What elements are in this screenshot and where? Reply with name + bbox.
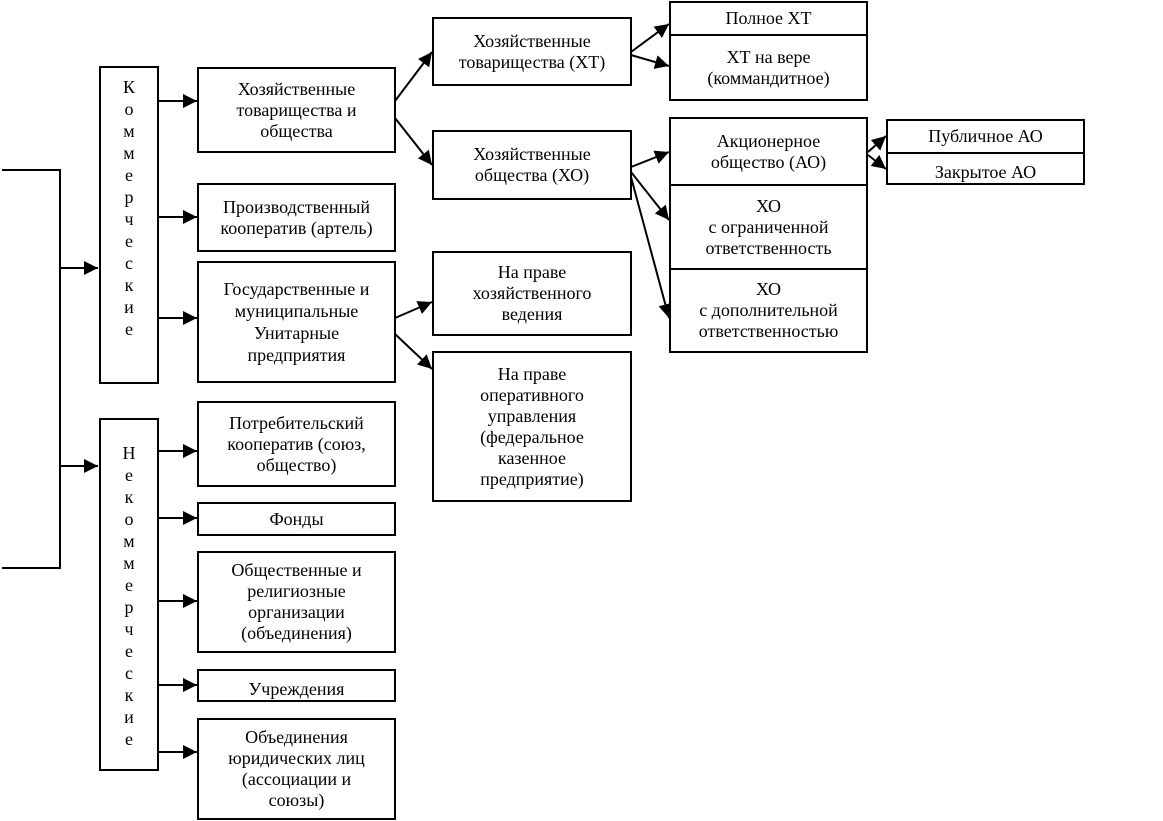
root-bracket xyxy=(2,169,61,569)
vertical-letter: К xyxy=(122,77,135,97)
operational-management-box: На праве оперативного управления (федера… xyxy=(432,351,632,502)
funds-box: Фонды xyxy=(197,502,396,536)
arrow-to-full-ht xyxy=(630,23,670,53)
vertical-letter: к xyxy=(124,275,134,295)
vertical-letter: с xyxy=(125,663,133,683)
arrow-to-ho xyxy=(394,117,433,166)
vertical-letter: м xyxy=(123,531,135,551)
business-partnerships-societies-box: Хозяйственные товарищества и общества xyxy=(197,67,396,153)
economic-management-box: На праве хозяйственного ведения xyxy=(432,251,632,336)
institutions-box: Учреждения xyxy=(197,669,396,702)
arrow-to-economic-management xyxy=(394,301,433,319)
vertical-letter: Н xyxy=(122,443,136,463)
arrow-to-ht xyxy=(394,51,433,102)
arrow-to-public-ao xyxy=(867,135,887,153)
arrow-to-operational-management xyxy=(394,333,433,370)
vertical-letter: е xyxy=(125,641,133,661)
closed-ao-box: Закрытое АО xyxy=(886,152,1085,185)
unitary-enterprises-box: Государственные и муниципальные Унитарны… xyxy=(197,261,396,383)
vertical-letter: ч xyxy=(124,209,134,229)
vertical-letter: е xyxy=(125,729,133,749)
vertical-letter: р xyxy=(124,187,134,207)
vertical-letter: и xyxy=(124,297,134,317)
vertical-letter: м xyxy=(123,143,135,163)
vertical-letter: е xyxy=(124,319,133,339)
vertical-letter: ч xyxy=(124,619,134,639)
production-cooperative-box: Производственный кооператив (артель) xyxy=(197,183,396,252)
arrow-to-alc xyxy=(630,176,673,319)
arrow-to-ht-faith xyxy=(630,54,670,69)
arrow-to-llc xyxy=(630,171,670,221)
vertical-letter: и xyxy=(124,707,134,727)
vertical-letter: м xyxy=(123,121,135,141)
vertical-letter: м xyxy=(123,553,135,573)
vertical-letter: о xyxy=(124,509,134,529)
vertical-letter: с xyxy=(124,253,133,273)
ht-on-faith-box: ХТ на вере (коммандитное) xyxy=(669,34,868,101)
joint-stock-company-box: Акционерное общество (АО) xyxy=(669,117,868,186)
arrow-to-closed-ao xyxy=(867,154,887,170)
business-societies-ho-box: Хозяйственные общества (ХО) xyxy=(432,130,632,200)
arrow-to-joint-stock xyxy=(630,150,670,168)
public-ao-box: Публичное АО xyxy=(886,119,1085,154)
alc-box: ХО с дополнительной ответственностью xyxy=(669,268,868,353)
public-religious-organizations-box: Общественные и религиозные организации (… xyxy=(197,551,396,653)
full-ht-box: Полное ХТ xyxy=(669,1,868,36)
vertical-letter: о xyxy=(124,99,134,119)
vertical-letter: к xyxy=(124,685,134,705)
llc-box: ХО с ограниченной ответственность xyxy=(669,184,868,270)
vertical-letter: к xyxy=(124,487,134,507)
vertical-letter: е xyxy=(125,575,133,595)
legal-entity-associations-box: Объединения юридических лиц (ассоциации … xyxy=(197,718,396,820)
vertical-letter: е xyxy=(125,465,133,485)
vertical-letter: р xyxy=(124,597,134,617)
vertical-letter: е xyxy=(124,165,133,185)
business-partnerships-ht-box: Хозяйственные товарищества (ХТ) xyxy=(432,17,632,86)
consumer-cooperative-box: Потребительский кооператив (союз, общест… xyxy=(197,401,396,487)
vertical-letter: е xyxy=(124,231,133,251)
